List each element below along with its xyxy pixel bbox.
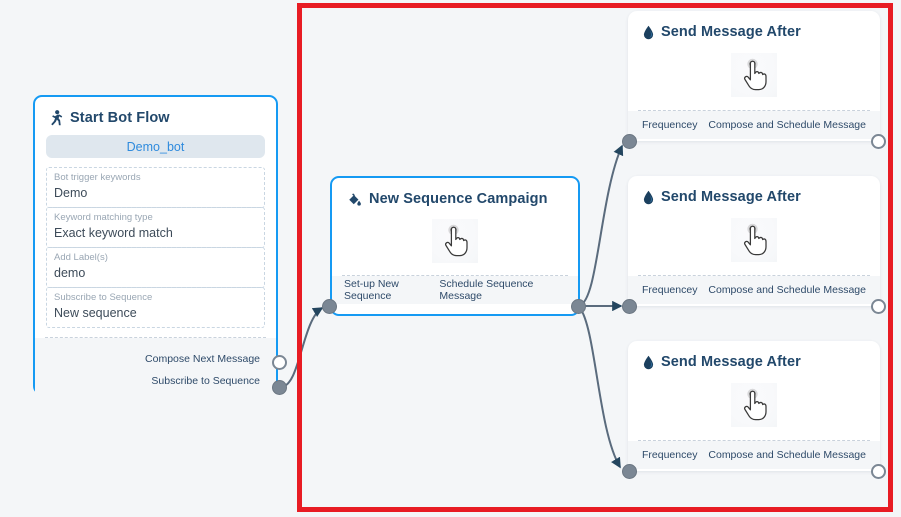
- node-new-sequence-campaign-body[interactable]: [332, 207, 578, 275]
- node-start-bot-flow-footer: Compose Next Message Subscribe to Sequen…: [35, 338, 276, 402]
- port-compose-and-schedule-message-1[interactable]: [871, 134, 886, 149]
- node-send-message-after-3[interactable]: Send Message After Frequencey Compose an…: [628, 341, 880, 471]
- field-label: Add Label(s): [54, 252, 108, 263]
- pointing-hand-cursor-icon: [731, 53, 777, 97]
- water-droplet-icon: [643, 355, 654, 370]
- port-frequency-2[interactable]: [622, 299, 637, 314]
- output-compose-and-schedule-message-label: Compose and Schedule Message: [708, 119, 866, 131]
- port-schedule-sequence-message[interactable]: [571, 299, 586, 314]
- edge-start-to-sequence: [280, 307, 324, 388]
- running-person-icon: [50, 110, 63, 126]
- edge-sequence-to-send-1: [579, 144, 624, 306]
- paint-bucket-icon: [347, 192, 362, 207]
- field-value: New sequence: [54, 306, 137, 320]
- pointing-hand-cursor-icon: [731, 218, 777, 262]
- pointing-hand-cursor-icon: [731, 383, 777, 427]
- node-divider: [45, 337, 266, 338]
- node-send-message-after-3-footer: Frequencey Compose and Schedule Message: [628, 441, 880, 469]
- node-divider: [638, 110, 870, 111]
- node-divider: [638, 275, 870, 276]
- field-label: Keyword matching type: [54, 212, 153, 223]
- node-send-message-after-3-body[interactable]: [628, 370, 880, 440]
- water-droplet-icon: [643, 190, 654, 205]
- node-send-message-after-3-title: Send Message After: [661, 354, 801, 370]
- port-compose-and-schedule-message-2[interactable]: [871, 299, 886, 314]
- edge-sequence-to-send-3: [579, 307, 621, 469]
- node-start-bot-flow-header: Start Bot Flow: [35, 97, 276, 126]
- node-send-message-after-3-header: Send Message After: [628, 341, 880, 370]
- output-compose-next-message-label: Compose Next Message: [145, 353, 260, 365]
- port-compose-and-schedule-message-3[interactable]: [871, 464, 886, 479]
- node-send-message-after-2-title: Send Message After: [661, 189, 801, 205]
- field-value: demo: [54, 266, 86, 280]
- field-add-labels[interactable]: Add Label(s) demo: [46, 247, 265, 288]
- node-new-sequence-campaign-header: New Sequence Campaign: [332, 178, 578, 207]
- output-subscribe-to-sequence-label: Subscribe to Sequence: [151, 375, 260, 387]
- field-keyword-matching-type[interactable]: Keyword matching type Exact keyword matc…: [46, 207, 265, 248]
- field-label: Subscribe to Sequence: [54, 292, 153, 303]
- field-value: Demo: [54, 186, 88, 200]
- node-new-sequence-campaign[interactable]: New Sequence Campaign Set-up New Sequenc…: [330, 176, 580, 316]
- output-compose-and-schedule-message-label: Compose and Schedule Message: [708, 449, 866, 461]
- node-send-message-after-2-footer: Frequencey Compose and Schedule Message: [628, 276, 880, 304]
- node-new-sequence-campaign-footer: Set-up New Sequence Schedule Sequence Me…: [332, 276, 578, 304]
- input-set-up-new-sequence-label: Set-up New Sequence: [344, 278, 399, 302]
- start-bot-flow-fields: Bot trigger keywords Demo Keyword matchi…: [46, 167, 265, 328]
- node-new-sequence-campaign-title: New Sequence Campaign: [369, 191, 548, 207]
- node-send-message-after-1-footer: Frequencey Compose and Schedule Message: [628, 111, 880, 139]
- output-schedule-sequence-message-label: Schedule Sequence Message: [439, 278, 534, 302]
- port-set-up-new-sequence[interactable]: [322, 299, 337, 314]
- bot-selector-value: Demo_bot: [126, 139, 185, 154]
- water-droplet-icon: [643, 25, 654, 40]
- node-start-bot-flow[interactable]: Start Bot Flow Demo_bot Bot trigger keyw…: [33, 95, 278, 402]
- input-frequency-label: Frequencey: [642, 119, 698, 131]
- field-subscribe-to-sequence[interactable]: Subscribe to Sequence New sequence: [46, 287, 265, 328]
- input-frequency-label: Frequencey: [642, 284, 698, 296]
- node-divider: [638, 440, 870, 441]
- input-frequency-label: Frequencey: [642, 449, 698, 461]
- field-bot-trigger-keywords[interactable]: Bot trigger keywords Demo: [46, 167, 265, 208]
- port-subscribe-to-sequence[interactable]: [272, 380, 287, 395]
- node-send-message-after-2-header: Send Message After: [628, 176, 880, 205]
- pointing-hand-cursor-icon: [432, 219, 478, 263]
- node-send-message-after-1[interactable]: Send Message After Frequencey Compose an…: [628, 11, 880, 141]
- field-label: Bot trigger keywords: [54, 172, 141, 183]
- node-send-message-after-2-body[interactable]: [628, 205, 880, 275]
- node-send-message-after-1-title: Send Message After: [661, 24, 801, 40]
- node-divider: [342, 275, 568, 276]
- bot-selector-pill[interactable]: Demo_bot: [46, 135, 265, 158]
- port-frequency-3[interactable]: [622, 464, 637, 479]
- output-compose-and-schedule-message-label: Compose and Schedule Message: [708, 284, 866, 296]
- port-compose-next-message[interactable]: [272, 355, 287, 370]
- port-frequency-1[interactable]: [622, 134, 637, 149]
- node-send-message-after-2[interactable]: Send Message After Frequencey Compose an…: [628, 176, 880, 306]
- node-start-bot-flow-title: Start Bot Flow: [70, 110, 170, 126]
- node-send-message-after-1-body[interactable]: [628, 40, 880, 110]
- field-value: Exact keyword match: [54, 226, 173, 240]
- node-send-message-after-1-header: Send Message After: [628, 11, 880, 40]
